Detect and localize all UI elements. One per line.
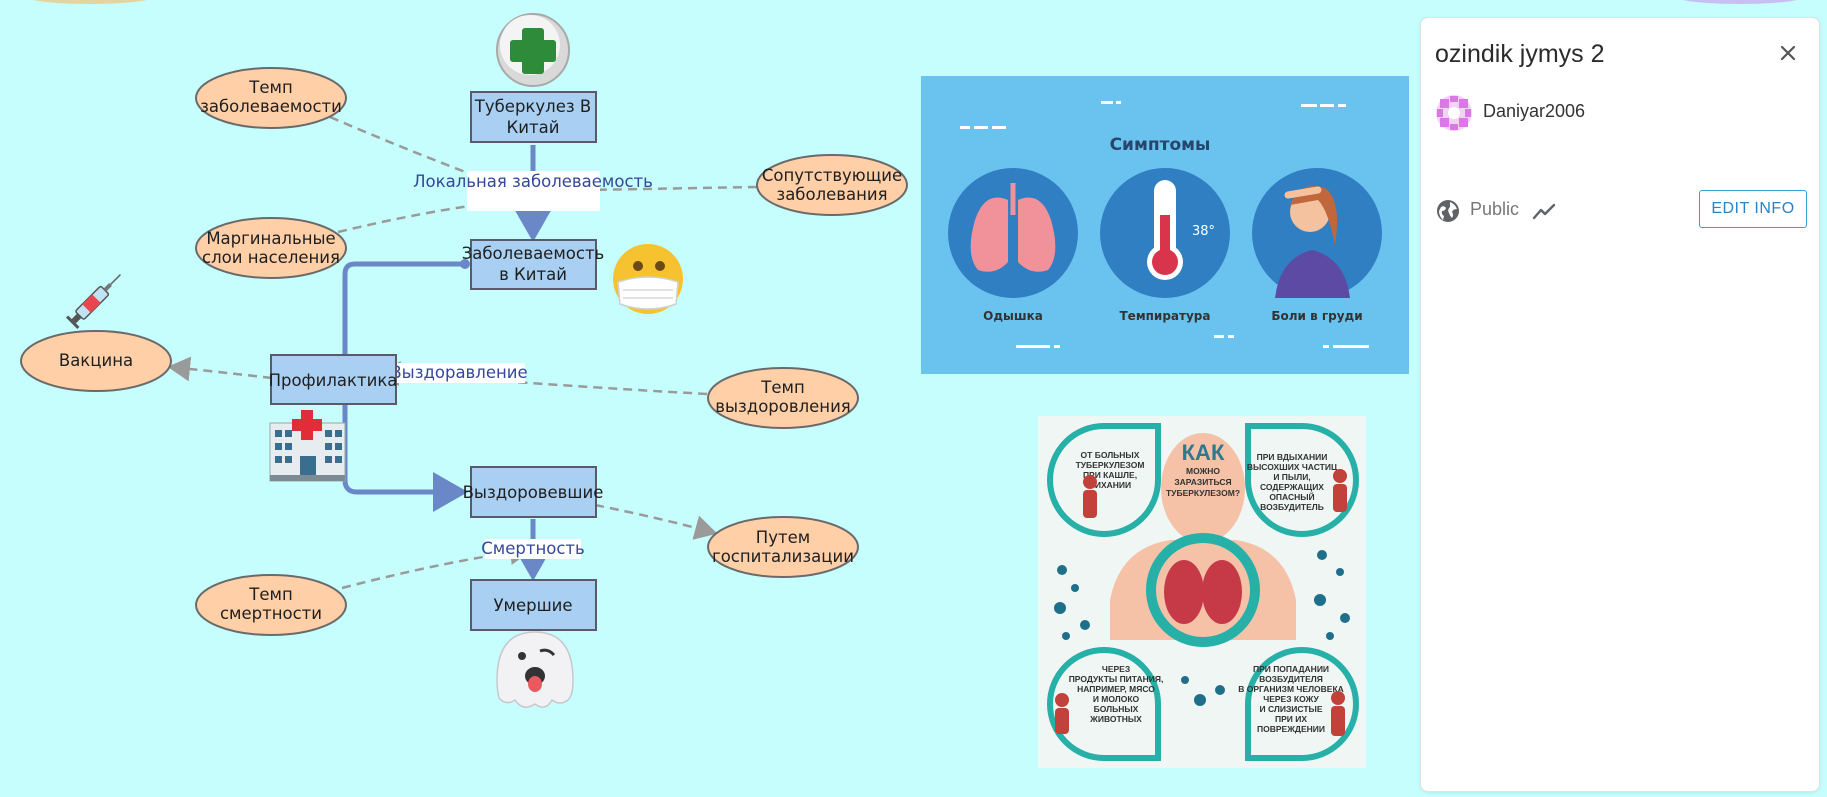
trending-icon[interactable] [1531, 199, 1557, 225]
thermometer-icon [1147, 180, 1183, 280]
stock-label: Профилактика [269, 371, 398, 390]
left-lung [1164, 560, 1204, 624]
syringe-icon [66, 274, 121, 329]
stock-recovered[interactable]: Выздоровевшие [463, 466, 604, 518]
mask-face-emoji-icon [613, 244, 683, 314]
symptoms-image[interactable]: Симптомы Одышка 38° Темпиратура Боли в г… [921, 76, 1409, 374]
people-decoration [1055, 469, 1347, 736]
link-hospitalization[interactable] [594, 503, 718, 540]
hospital-icon [269, 410, 346, 482]
ring [1146, 533, 1260, 647]
woman-chest-pain-icon [1275, 186, 1350, 298]
stock-label: Умершие [493, 596, 572, 615]
globe-icon [1435, 198, 1461, 224]
aux-vaccine[interactable]: Вакцина [20, 330, 172, 392]
corner-decoration [1682, 0, 1798, 4]
stock-label: Выздоровевшие [463, 483, 604, 502]
lungs-icon [970, 183, 1056, 272]
quadrant-frame [1245, 423, 1359, 537]
stock-deceased[interactable]: Умершие [470, 579, 597, 631]
infographic-title: КАК [1182, 440, 1225, 465]
flow-label-mortality: Смертность [481, 539, 585, 559]
stock-prevention[interactable]: Профилактика [269, 354, 398, 405]
link-recovery-rate[interactable] [377, 361, 708, 396]
panel-title: ozindik jymys 2 [1435, 40, 1605, 68]
bacteria-decoration [1054, 550, 1350, 706]
decoration-dashes [960, 101, 1369, 348]
flow-label-text: Локальная заболеваемость [413, 172, 653, 191]
right-lung [1202, 560, 1242, 624]
ghost-emoji-icon [496, 631, 574, 708]
plus-icon [496, 13, 570, 87]
quadrant-frame [1047, 423, 1161, 537]
avatar[interactable] [1435, 94, 1473, 132]
symptom-label: Боли в груди [1271, 309, 1362, 323]
username[interactable]: Daniyar2006 [1483, 101, 1586, 121]
link-vaccine[interactable] [167, 356, 273, 382]
visibility-label: Public [1470, 199, 1520, 219]
symptoms-title: Симптомы [1110, 135, 1211, 155]
flow-label-local-incidence: Локальная заболеваемость [413, 171, 653, 211]
symptom-label: Темпиратура [1120, 309, 1211, 323]
thermometer-value: 38° [1192, 224, 1215, 239]
quadrant-frame [1245, 647, 1359, 761]
symptom-label: Одышка [983, 309, 1043, 323]
flow-source-dot [460, 259, 470, 269]
flow-label-text: Выздоравление [390, 363, 527, 382]
aux-label: Вакцина [59, 351, 133, 370]
flow-label-recovery: Выздоравление [390, 363, 528, 383]
quadrant-frame [1047, 647, 1161, 761]
link-marginal-groups[interactable] [337, 200, 501, 234]
info-panel: ozindik jymys 2 Daniyar2006 Public EDIT … [1420, 17, 1820, 792]
edit-info-button[interactable]: EDIT INFO [1699, 190, 1807, 228]
chest-pain-circle [1252, 168, 1382, 298]
flow-label-text: Смертность [481, 539, 585, 558]
head-silhouette [1161, 433, 1245, 543]
corner-decoration [32, 0, 148, 4]
close-icon[interactable] [1771, 36, 1805, 70]
